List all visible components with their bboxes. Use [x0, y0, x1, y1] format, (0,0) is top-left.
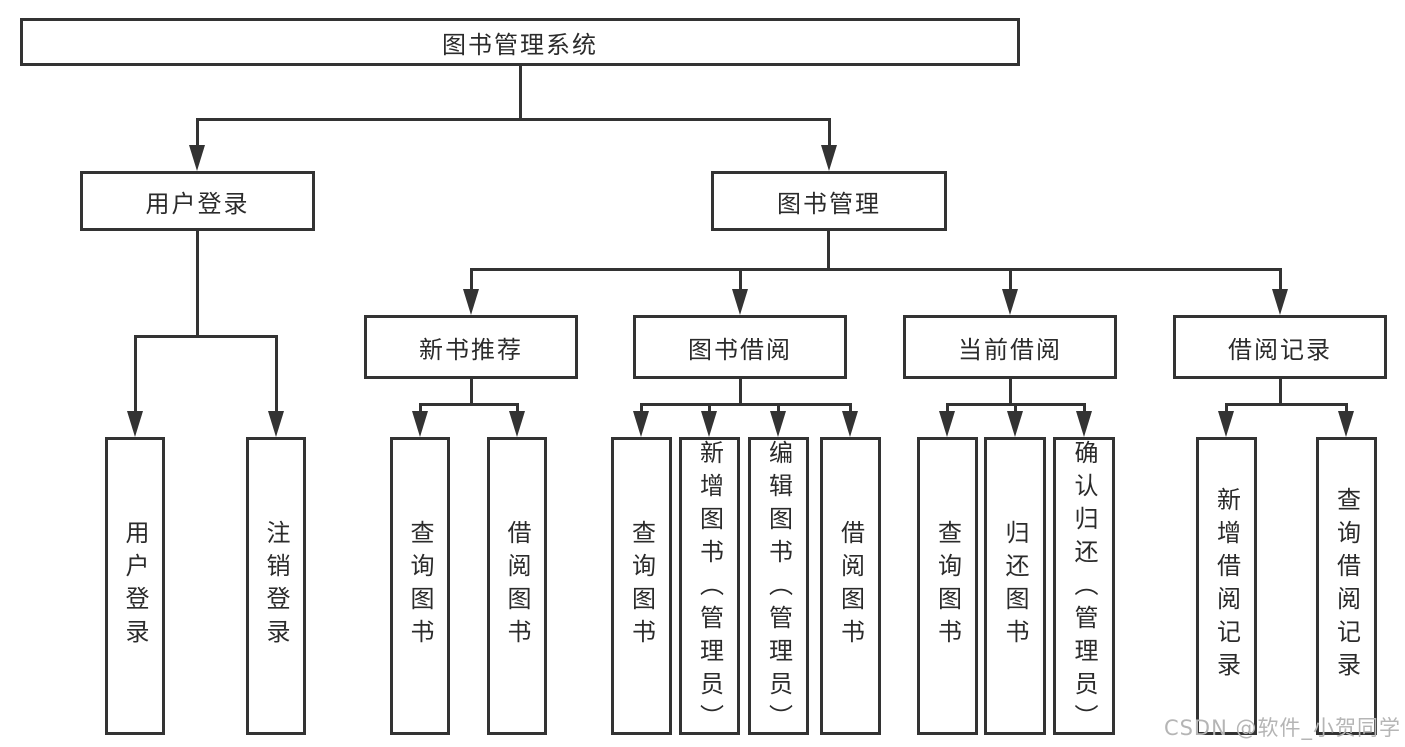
arrow-down-icon [1007, 411, 1023, 437]
connector-stem [827, 231, 830, 270]
connector-drop [1009, 268, 1012, 292]
connector-drop [708, 403, 711, 415]
arrow-down-icon [1076, 411, 1092, 437]
leaf-label: 查询图书 [933, 520, 962, 652]
connector-drop [849, 403, 852, 415]
arrow-down-icon [732, 289, 748, 315]
connector-drop [516, 403, 519, 415]
leaf-label: 归还图书 [1001, 520, 1029, 652]
leaf-label: 查询图书 [627, 520, 656, 652]
leaf-label: 借阅图书 [503, 520, 531, 652]
arrow-down-icon [412, 411, 428, 437]
connector-rail [419, 403, 519, 406]
node-label: 当前借阅 [958, 335, 1062, 364]
connector-stem [1279, 379, 1282, 405]
node-user-login-branch: 用户登录 [80, 171, 315, 231]
arrow-down-icon [842, 411, 858, 437]
leaf-query-books-borrow: 查询图书 [611, 437, 672, 735]
leaf-label: 查询借阅记录 [1332, 487, 1361, 685]
leaf-label: 编辑图书（管理员） [764, 440, 793, 735]
arrow-down-icon [463, 289, 479, 315]
connector-rail [134, 335, 277, 338]
leaf-add-borrow-record: 新增借阅记录 [1196, 437, 1257, 735]
arrow-down-icon [509, 411, 525, 437]
leaf-borrow-books-recommend: 借阅图书 [487, 437, 547, 735]
arrow-down-icon [701, 411, 717, 437]
node-current-borrow: 当前借阅 [903, 315, 1117, 379]
node-label: 图书借阅 [688, 335, 792, 364]
connector-drop [777, 403, 780, 415]
connector-stem [470, 379, 473, 405]
connector-rail [470, 268, 1282, 271]
connector-drop [1225, 403, 1228, 415]
node-system-root: 图书管理系统 [20, 18, 1020, 66]
node-book-management-branch: 图书管理 [711, 171, 947, 231]
node-label: 图书管理系统 [442, 30, 598, 59]
leaf-add-books-admin: 新增图书（管理员） [679, 437, 740, 735]
arrow-down-icon [1218, 411, 1234, 437]
connector-root-stem [519, 64, 522, 120]
leaf-label: 确认归还（管理员） [1070, 440, 1098, 735]
node-label: 图书管理 [777, 189, 881, 218]
node-label: 用户登录 [145, 189, 250, 218]
connector-drop [1279, 268, 1282, 292]
node-borrow-records: 借阅记录 [1173, 315, 1387, 379]
connector-drop [1345, 403, 1348, 415]
connector-stem [1009, 379, 1012, 405]
connector-drop [946, 403, 949, 415]
connector-drop [134, 335, 137, 414]
leaf-logout: 注销登录 [246, 437, 306, 735]
arrow-down-icon [127, 411, 143, 437]
leaf-return-books: 归还图书 [984, 437, 1046, 735]
leaf-query-books-recommend: 查询图书 [390, 437, 450, 735]
arrow-down-icon [1338, 411, 1354, 437]
connector-drop [1014, 403, 1017, 415]
connector-drop [470, 268, 473, 292]
arrow-down-icon [189, 145, 205, 171]
leaf-query-borrow-record: 查询借阅记录 [1316, 437, 1377, 735]
leaf-edit-books-admin: 编辑图书（管理员） [748, 437, 809, 735]
leaf-label: 新增借阅记录 [1212, 487, 1241, 685]
node-label: 借阅记录 [1228, 335, 1332, 364]
node-label: 新书推荐 [419, 335, 523, 364]
connector-rail [1225, 403, 1347, 406]
connector-drop [1083, 403, 1086, 415]
leaf-query-books-current: 查询图书 [917, 437, 978, 735]
connector-drop [828, 118, 831, 148]
node-book-borrow: 图书借阅 [633, 315, 847, 379]
connector-drop [275, 335, 278, 414]
leaf-label: 借阅图书 [836, 520, 865, 652]
connector-stem [739, 379, 742, 405]
leaf-label: 用户登录 [121, 520, 149, 652]
arrow-down-icon [268, 411, 284, 437]
connector-rail [640, 403, 851, 406]
arrow-down-icon [1002, 289, 1018, 315]
leaf-user-login: 用户登录 [105, 437, 165, 735]
leaf-confirm-return-admin: 确认归还（管理员） [1053, 437, 1115, 735]
connector-drop [640, 403, 643, 415]
connector-drop [419, 403, 422, 415]
connector-root-rail [196, 118, 831, 121]
connector-drop [739, 268, 742, 292]
node-new-book-recommend: 新书推荐 [364, 315, 578, 379]
leaf-label: 查询图书 [406, 520, 434, 652]
leaf-borrow-books: 借阅图书 [820, 437, 881, 735]
leaf-label: 注销登录 [262, 520, 290, 652]
leaf-label: 新增图书（管理员） [695, 440, 724, 735]
arrow-down-icon [770, 411, 786, 437]
csdn-watermark: CSDN @软件_小贺同学 [1163, 716, 1401, 740]
arrow-down-icon [939, 411, 955, 437]
connector-stem [196, 231, 199, 337]
arrow-down-icon [633, 411, 649, 437]
arrow-down-icon [821, 145, 837, 171]
connector-drop [196, 118, 199, 148]
arrow-down-icon [1272, 289, 1288, 315]
